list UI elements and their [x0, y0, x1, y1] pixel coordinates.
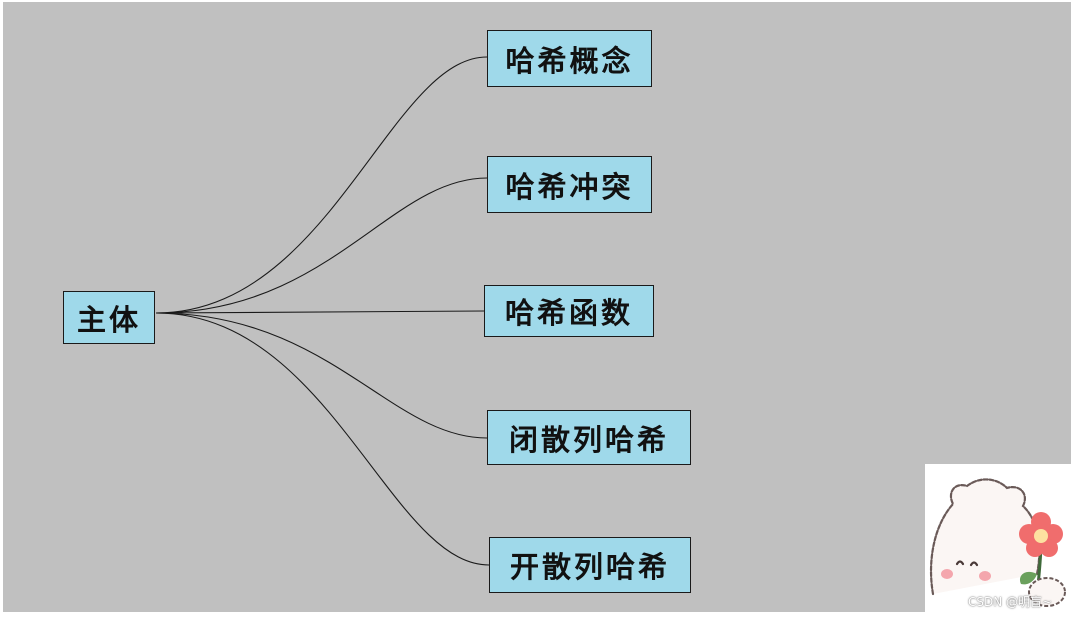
bear-with-flower-sticker-icon: [925, 464, 1071, 612]
branch-node-hash-collision[interactable]: 哈希冲突: [487, 156, 652, 213]
branch-node-label: 哈希冲突: [505, 169, 634, 204]
connector-branch-3: [155, 312, 488, 439]
root-node[interactable]: 主体: [63, 291, 155, 344]
branch-node-hash-function[interactable]: 哈希函数: [484, 285, 654, 337]
connector-branch-1: [155, 177, 488, 314]
branch-node-closed-hashing[interactable]: 闭散列哈希: [487, 410, 691, 465]
branch-node-label: 哈希概念: [505, 43, 634, 78]
connector-branch-4: [155, 312, 490, 566]
branch-node-hash-concept[interactable]: 哈希概念: [487, 30, 652, 87]
connector-branch-0: [155, 56, 488, 314]
root-node-label: 主体: [76, 302, 141, 337]
branch-node-label: 哈希函数: [504, 296, 633, 330]
branch-node-open-hashing[interactable]: 开散列哈希: [489, 537, 691, 593]
branch-node-label: 闭散列哈希: [508, 422, 669, 457]
connector-branch-2: [155, 310, 485, 314]
branch-node-label: 开散列哈希: [509, 550, 670, 584]
csdn-watermark: CSDN @明盲~: [968, 595, 1053, 609]
